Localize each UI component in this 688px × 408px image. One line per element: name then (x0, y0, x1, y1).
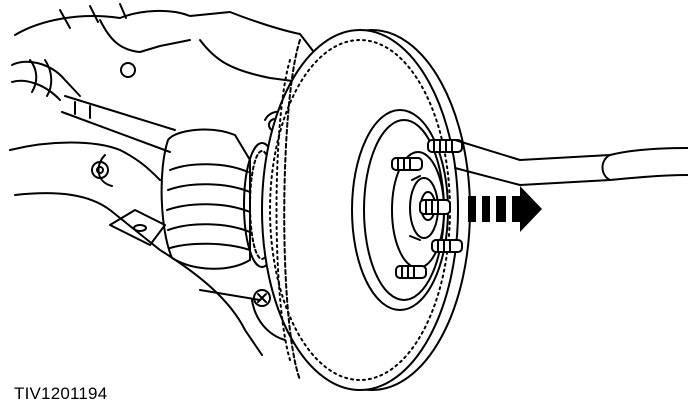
removal-lever (454, 139, 688, 186)
wheel-studs (391, 139, 463, 279)
drive-shaft (11, 59, 176, 153)
wheel-removal-arrow (468, 186, 542, 232)
upper-structure (14, 3, 321, 83)
lower-control-arm (9, 141, 271, 356)
cv-joint-boot (160, 128, 251, 270)
figure-reference-id: TIV1201194 (14, 384, 108, 403)
